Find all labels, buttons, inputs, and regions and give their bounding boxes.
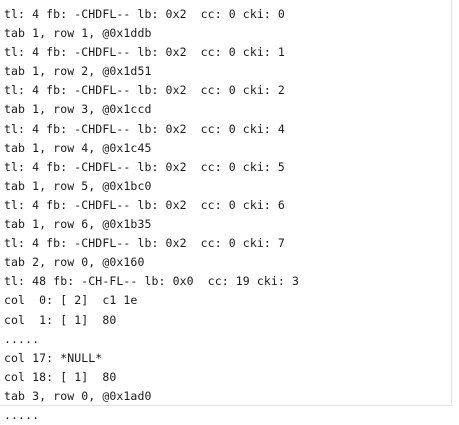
text-line: tl: 4 fb: -CHDFL-- lb: 0x2 cc: 0 cki: 7 <box>4 236 285 251</box>
text-line: ..... <box>4 331 40 346</box>
text-line: tl: 4 fb: -CHDFL-- lb: 0x2 cc: 0 cki: 1 <box>4 45 285 60</box>
text-line: col 1: [ 1] 80 <box>4 312 117 327</box>
text-line: tab 1, row 4, @0x1c45 <box>4 140 152 155</box>
text-line: ..... <box>4 407 40 422</box>
text-line: tab 1, row 1, @0x1ddb <box>4 26 152 41</box>
text-line: tl: 4 fb: -CHDFL-- lb: 0x2 cc: 0 cki: 5 <box>4 159 285 174</box>
text-line: tab 1, row 6, @0x1b35 <box>4 217 152 232</box>
text-line: col 18: [ 1] 80 <box>4 369 117 384</box>
text-lines: tl: 4 fb: -CHDFL-- lb: 0x2 cc: 0 cki: 0 … <box>4 5 299 425</box>
text-line: tl: 48 fb: -CH-FL-- lb: 0x0 cc: 19 cki: … <box>4 274 299 289</box>
text-line: col 0: [ 2] c1 1e <box>4 293 138 308</box>
text-line: tl: 4 fb: -CHDFL-- lb: 0x2 cc: 0 cki: 6 <box>4 197 285 212</box>
text-line: tab 2, row 0, @0x160 <box>4 255 145 270</box>
text-line: tab 1, row 5, @0x1bc0 <box>4 178 152 193</box>
text-line: col 17: *NULL* <box>4 350 103 365</box>
text-line: tl: 4 fb: -CHDFL-- lb: 0x2 cc: 0 cki: 4 <box>4 121 285 136</box>
text-output-pane: tl: 4 fb: -CHDFL-- lb: 0x2 cc: 0 cki: 0 … <box>0 0 452 422</box>
text-line: tl: 4 fb: -CHDFL-- lb: 0x2 cc: 0 cki: 0 <box>4 7 285 21</box>
text-line: tab 1, row 3, @0x1ccd <box>4 102 152 117</box>
text-line: tab 3, row 0, @0x1ad0 <box>4 388 152 403</box>
text-line: tl: 4 fb: -CHDFL-- lb: 0x2 cc: 0 cki: 2 <box>4 83 285 98</box>
text-line: tab 1, row 2, @0x1d51 <box>4 64 152 79</box>
